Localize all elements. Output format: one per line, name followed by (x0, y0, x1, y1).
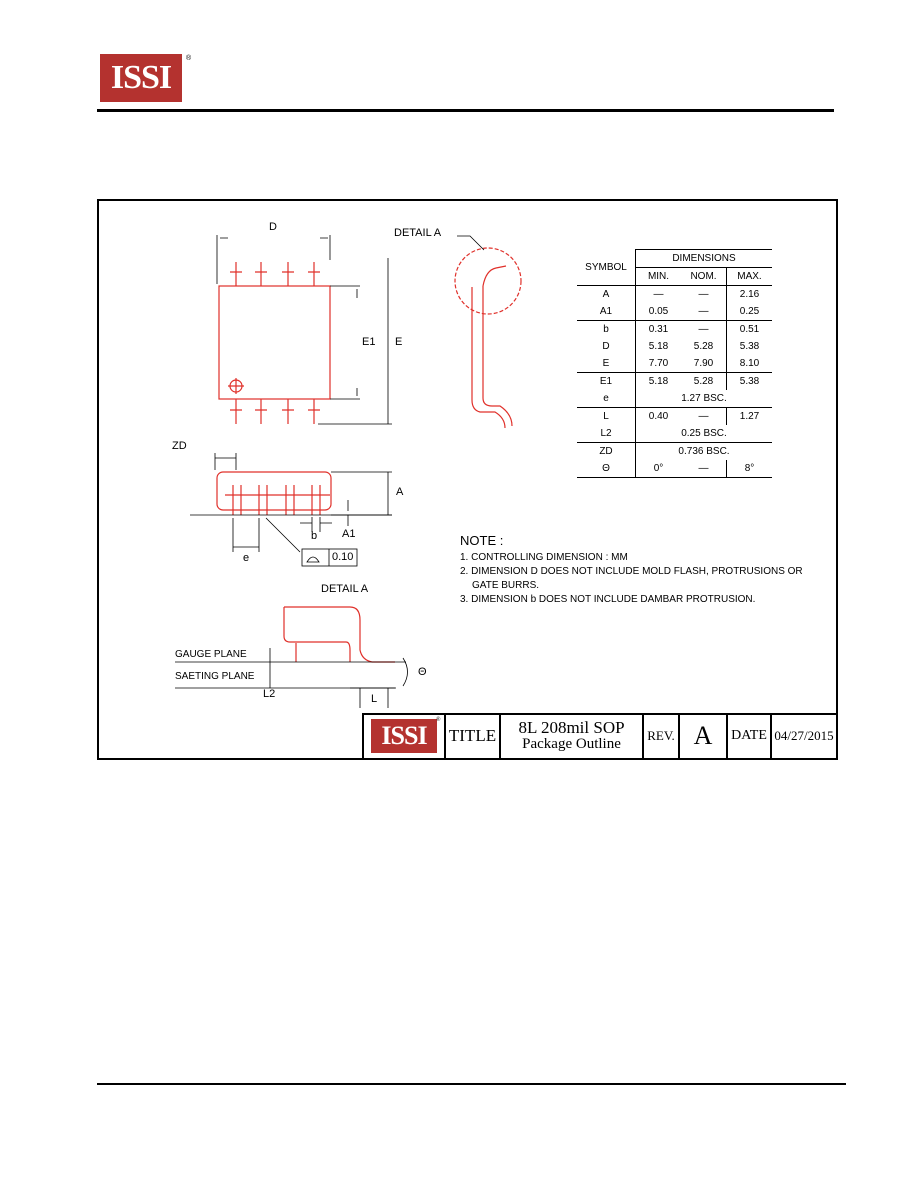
title-block-logo-text: ISSI (381, 721, 427, 750)
rev-label: REV. (647, 728, 675, 743)
label-A1: A1 (342, 528, 356, 540)
drawing-frame (97, 199, 838, 760)
row-sym: ZD (599, 446, 613, 457)
row-max: 0.51 (726, 320, 772, 338)
row-span: 0.736 BSC. (635, 442, 772, 460)
row-min: 7.70 (635, 355, 681, 373)
row-span: 0.25 BSC. (635, 425, 772, 443)
row-min: 5.18 (635, 372, 681, 390)
row-nom: — (698, 411, 709, 422)
row-nom: — (698, 289, 709, 300)
title-block-logo-cell: ISSI ® (362, 714, 444, 758)
title-block-rule (362, 713, 836, 715)
title-line1: 8L 208mil SOP (518, 718, 625, 738)
label-E: E (395, 336, 403, 348)
label-e: e (243, 552, 250, 564)
dimension-table: SYMBOL DIMENSIONS MIN. NOM. MAX. A——2.16… (577, 249, 772, 478)
label-flatness: 0.10 (332, 551, 354, 563)
row-max: 5.38 (726, 372, 772, 390)
title-block-registered: ® (436, 717, 441, 723)
title-label-cell: TITLE (444, 714, 499, 758)
row-min: 5.18 (635, 338, 681, 355)
label-seating-plane: SAETING PLANE (175, 671, 255, 682)
title-value-cell: 8L 208mil SOP Package Outline (499, 714, 642, 758)
label-L: L (371, 693, 378, 705)
registered-mark: ® (186, 55, 192, 62)
row-nom: 7.90 (681, 355, 727, 373)
rev-label-cell: REV. (642, 714, 678, 758)
label-A: A (396, 486, 404, 498)
row-nom: — (681, 460, 727, 478)
label-D: D (269, 221, 277, 233)
logo-text: ISSI (110, 59, 172, 96)
rev-value: A (693, 721, 713, 750)
row-sym: L2 (577, 425, 636, 443)
date-label: DATE (731, 728, 767, 743)
top-view-body (218, 285, 331, 400)
row-sym: b (603, 324, 609, 335)
row-nom: — (681, 303, 727, 321)
row-sym: A (602, 289, 610, 300)
row-max: 8.10 (726, 355, 772, 373)
label-detail-a-top: DETAIL A (394, 227, 442, 239)
issi-logo: ISSI (100, 54, 182, 102)
row-sym: A1 (577, 303, 636, 321)
note-line: 2. DIMENSION D DOES NOT INCLUDE MOLD FLA… (460, 566, 803, 577)
row-sym: E (577, 355, 636, 373)
note-line: 3. DIMENSION b DOES NOT INCLUDE DAMBAR P… (460, 594, 756, 605)
title-block-logo: ISSI (371, 719, 437, 753)
label-ZD: ZD (172, 440, 187, 452)
header-min: MIN. (635, 267, 681, 286)
row-min: — (635, 285, 681, 303)
header-symbol: SYMBOL (577, 249, 636, 286)
row-nom: — (698, 324, 709, 335)
row-max: 2.16 (726, 285, 772, 303)
header-dimensions: DIMENSIONS (635, 249, 772, 268)
label-E1: E1 (362, 336, 376, 348)
label-detail-a: DETAIL A (321, 583, 369, 595)
row-min: 0.31 (635, 320, 681, 338)
row-sym: Θ (577, 460, 636, 478)
title-line2: Package Outline (522, 736, 621, 753)
row-max: 1.27 (726, 407, 772, 425)
label-b: b (311, 530, 318, 542)
date-label-cell: DATE (726, 714, 770, 758)
notes-title: NOTE : (460, 533, 504, 548)
row-max: 8° (726, 460, 772, 478)
note-line: 1. CONTROLLING DIMENSION : MM (460, 552, 628, 563)
label-gauge-plane: GAUGE PLANE (175, 649, 247, 660)
label-theta: Θ (418, 666, 427, 678)
header-nom: NOM. (681, 267, 727, 286)
row-max: 0.25 (726, 303, 772, 321)
row-sym: L (603, 411, 609, 422)
date-value: 04/27/2015 (774, 728, 834, 743)
row-nom: 5.28 (693, 341, 714, 352)
label-L2: L2 (263, 688, 276, 700)
row-max: 5.38 (726, 338, 772, 355)
title-label: TITLE (448, 726, 497, 745)
rev-value-cell: A (678, 714, 726, 758)
row-min: 0.40 (635, 407, 681, 425)
row-sym: e (577, 390, 636, 408)
row-sym: D (602, 341, 610, 352)
footer-rule (97, 1083, 846, 1085)
row-nom: 5.28 (693, 376, 714, 387)
row-min: 0° (635, 460, 681, 478)
header-rule (97, 109, 834, 112)
note-line: GATE BURRS. (472, 580, 540, 591)
notes: NOTE : 1. CONTROLLING DIMENSION : MM 2. … (460, 534, 803, 609)
date-value-cell: 04/27/2015 (770, 714, 836, 758)
row-min: 0.05 (635, 303, 681, 321)
header-max: MAX. (726, 267, 772, 286)
row-span: 1.27 BSC. (635, 390, 772, 408)
row-sym: E1 (599, 376, 613, 387)
